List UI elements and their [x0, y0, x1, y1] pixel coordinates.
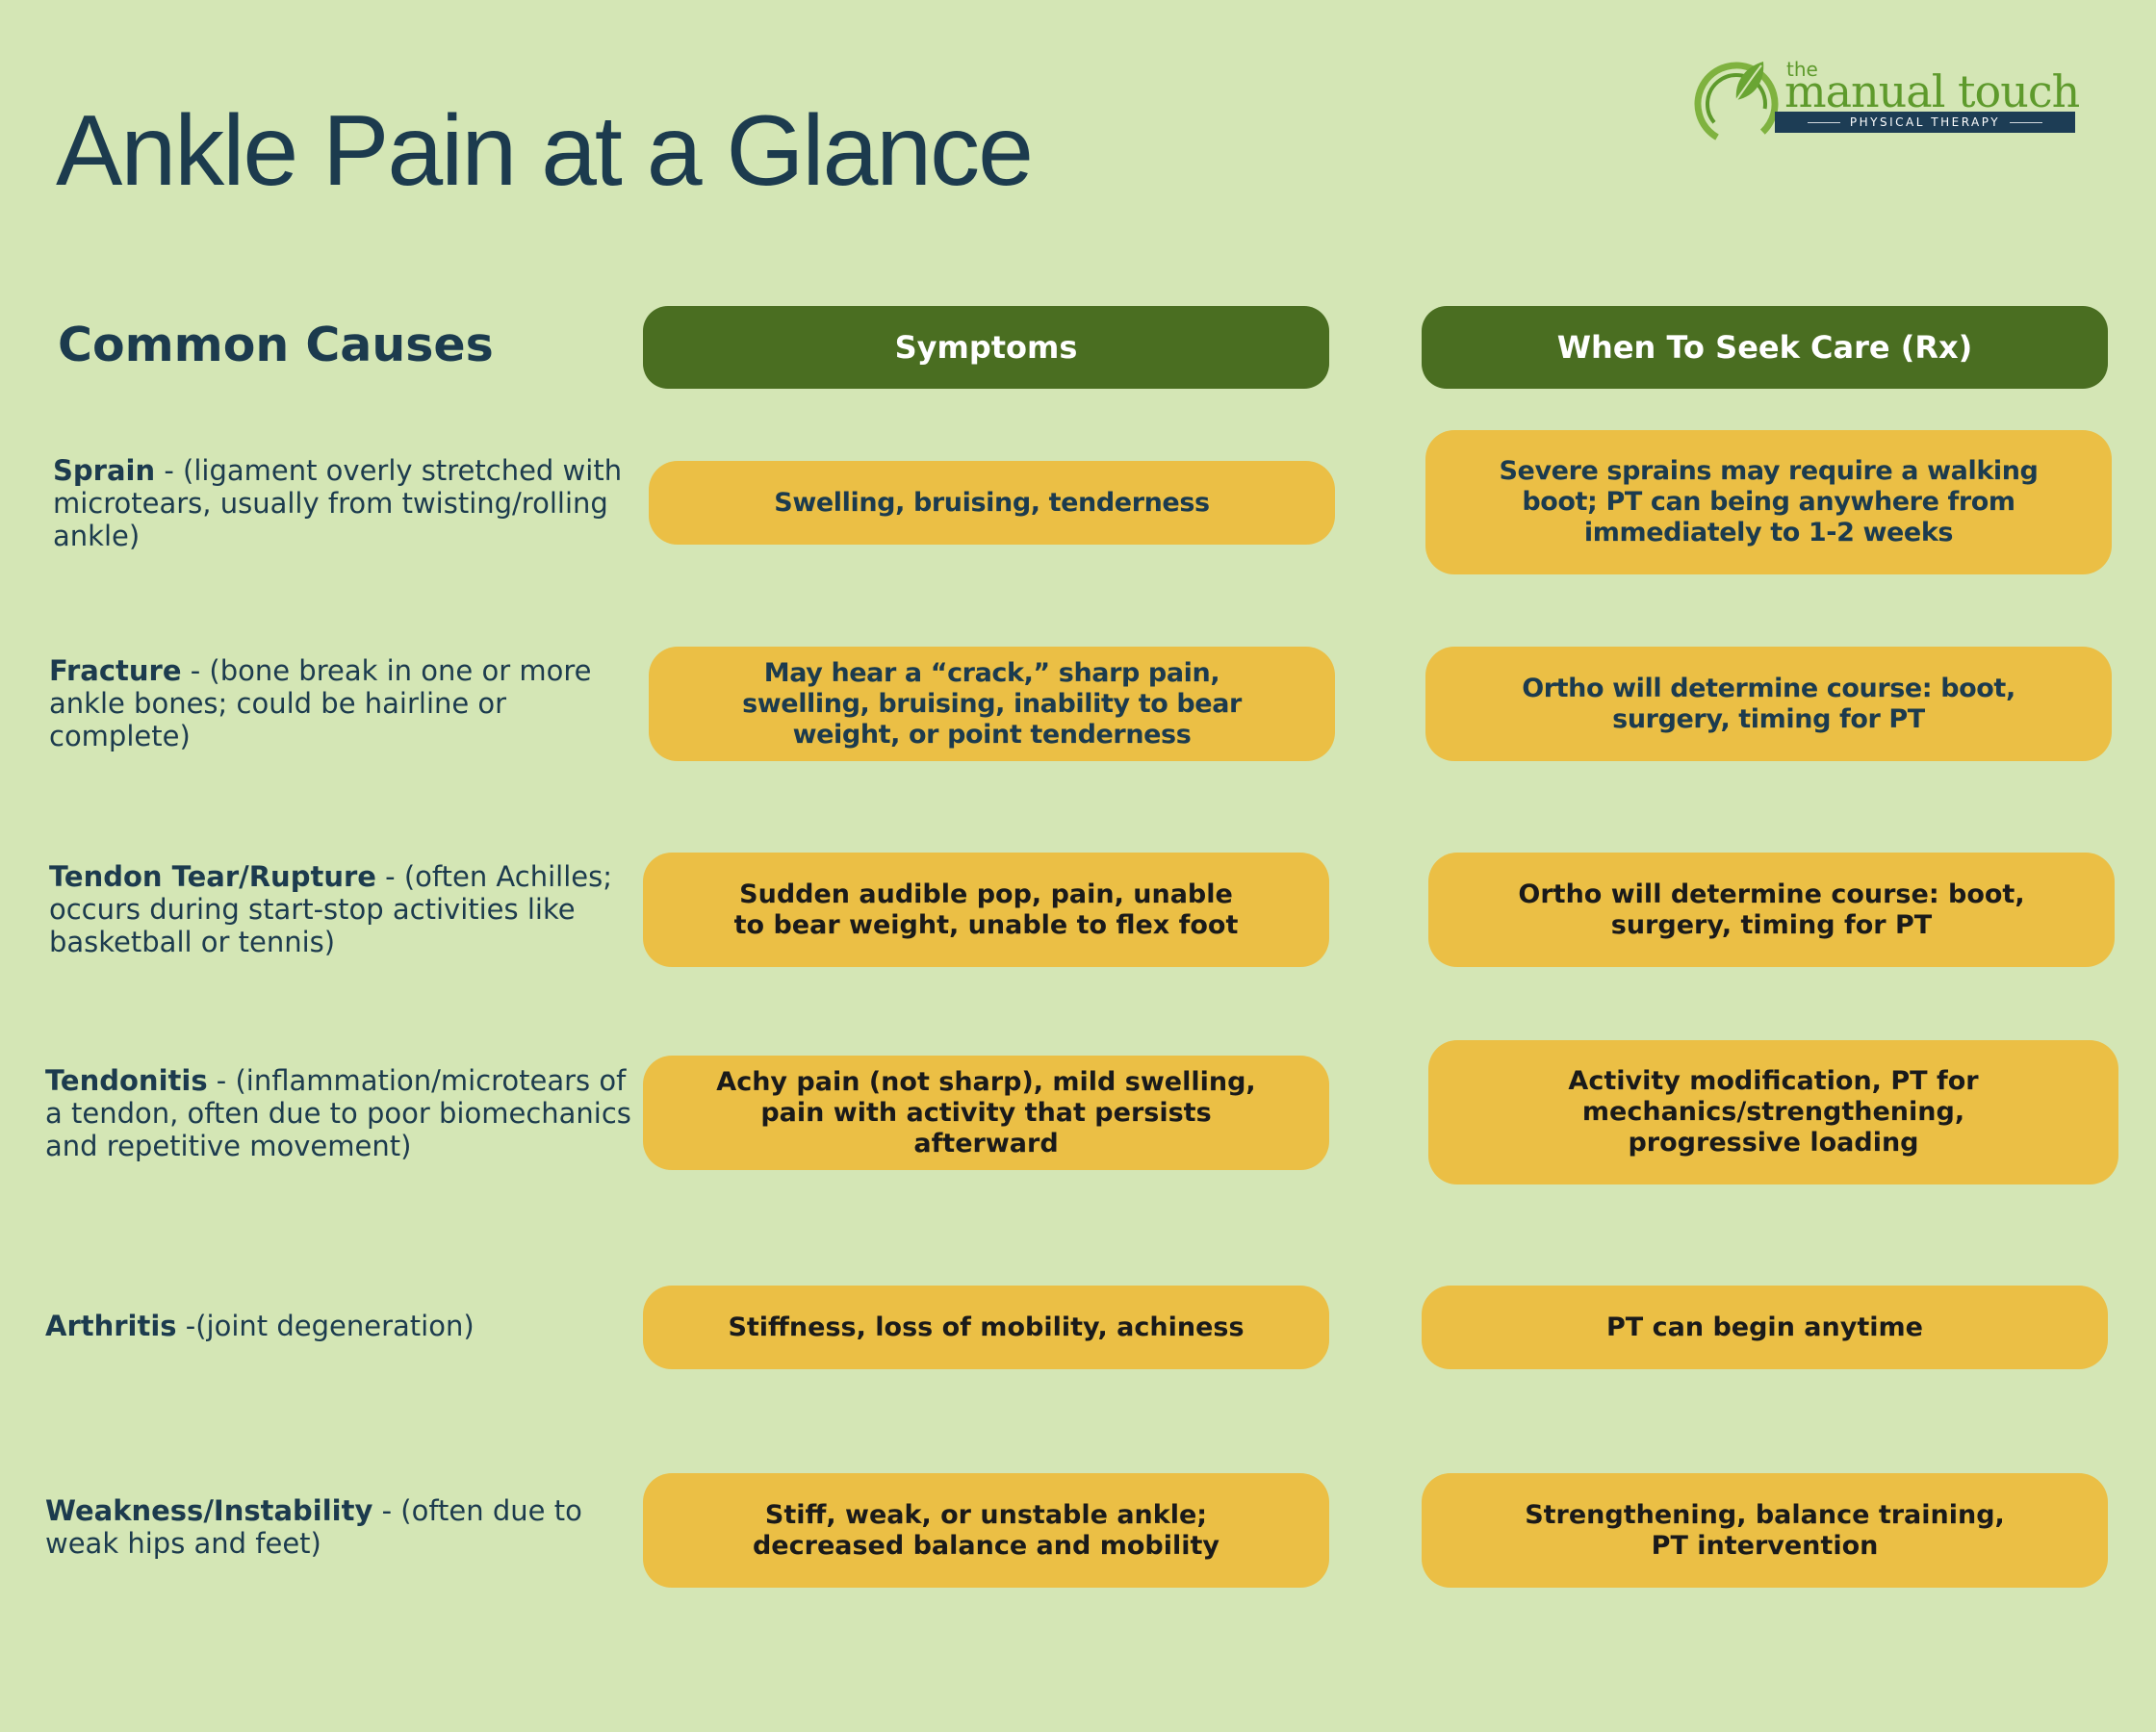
care-card-sprain: Severe sprains may require a walking boo…: [1425, 430, 2112, 574]
cause-description: - (bone break in one or more ankle bones…: [49, 654, 592, 752]
page-title: Ankle Pain at a Glance: [56, 95, 1034, 207]
cause-name: Fracture: [49, 654, 182, 687]
cause-weakness: Weakness/Instability - (often due to wea…: [45, 1494, 623, 1560]
cause-description: - (often Achilles; occurs during start-s…: [49, 860, 612, 958]
care-header: When To Seek Care (Rx): [1422, 306, 2108, 389]
symptom-card-weakness: Stiff, weak, or unstable ankle; decrease…: [643, 1473, 1329, 1588]
divider: [1807, 121, 1840, 123]
divider: [2010, 121, 2043, 123]
brand-logo: the manual touch PHYSICAL THERAPY: [1686, 54, 2083, 150]
cause-description: - (often due to weak hips and feet): [45, 1494, 582, 1560]
cause-description: -(joint degeneration): [176, 1310, 475, 1342]
care-card-weakness: Strengthening, balance training, PT inte…: [1422, 1473, 2108, 1588]
causes-heading: Common Causes: [58, 318, 494, 372]
cause-name: Sprain: [53, 454, 156, 487]
symptom-text: Achy pain (not sharp), mild swelling, pa…: [716, 1066, 1256, 1159]
symptom-card-sprain: Swelling, bruising, tenderness: [649, 461, 1335, 545]
symptoms-header: Symptoms: [643, 306, 1329, 389]
cause-description: - (inflammation/microtears of a tendon, …: [45, 1064, 631, 1162]
cause-arthritis: Arthritis -(joint degeneration): [45, 1310, 623, 1342]
brand-subtitle: PHYSICAL THERAPY: [1849, 115, 2001, 129]
cause-description: - (ligament overly stretched with microt…: [53, 454, 623, 552]
brand-bar: PHYSICAL THERAPY: [1775, 112, 2075, 133]
symptom-text: Stiffness, loss of mobility, achiness: [728, 1312, 1245, 1342]
cause-name: Arthritis: [45, 1310, 177, 1342]
symptom-card-tendon-tear: Sudden audible pop, pain, unable to bear…: [643, 853, 1329, 967]
care-text: Ortho will determine course: boot, surge…: [1522, 673, 2015, 734]
care-card-fracture: Ortho will determine course: boot, surge…: [1425, 647, 2112, 761]
symptom-text: Swelling, bruising, tenderness: [774, 487, 1210, 518]
symptom-text: Sudden audible pop, pain, unable to bear…: [733, 879, 1239, 940]
cause-fracture: Fracture - (bone break in one or more an…: [49, 654, 627, 752]
care-text: Strengthening, balance training, PT inte…: [1525, 1499, 2005, 1561]
care-text: PT can begin anytime: [1606, 1312, 1923, 1342]
symptom-text: Stiff, weak, or unstable ankle; decrease…: [752, 1499, 1219, 1561]
cause-name: Weakness/Instability: [45, 1494, 373, 1527]
care-card-tendon-tear: Ortho will determine course: boot, surge…: [1428, 853, 2115, 967]
cause-sprain: Sprain - (ligament overly stretched with…: [53, 454, 630, 552]
brand-name: manual touch: [1784, 65, 2080, 117]
care-text: Ortho will determine course: boot, surge…: [1518, 879, 2025, 940]
cause-tendon-tear: Tendon Tear/Rupture - (often Achilles; o…: [49, 860, 627, 958]
symptom-card-tendonitis: Achy pain (not sharp), mild swelling, pa…: [643, 1056, 1329, 1170]
brand-the: the: [1786, 58, 1818, 81]
cause-tendonitis: Tendonitis - (inflammation/microtears of…: [45, 1064, 642, 1162]
care-card-arthritis: PT can begin anytime: [1422, 1286, 2108, 1369]
care-card-tendonitis: Activity modification, PT for mechanics/…: [1428, 1040, 2118, 1184]
symptom-text: May hear a “crack,” sharp pain, swelling…: [742, 657, 1242, 750]
symptom-card-fracture: May hear a “crack,” sharp pain, swelling…: [649, 647, 1335, 761]
care-text: Activity modification, PT for mechanics/…: [1568, 1066, 1979, 1158]
care-text: Severe sprains may require a walking boo…: [1499, 456, 2039, 548]
cause-name: Tendon Tear/Rupture: [49, 860, 376, 893]
leaf-swirl-icon: [1694, 62, 1779, 146]
cause-name: Tendonitis: [45, 1064, 208, 1097]
symptom-card-arthritis: Stiffness, loss of mobility, achiness: [643, 1286, 1329, 1369]
